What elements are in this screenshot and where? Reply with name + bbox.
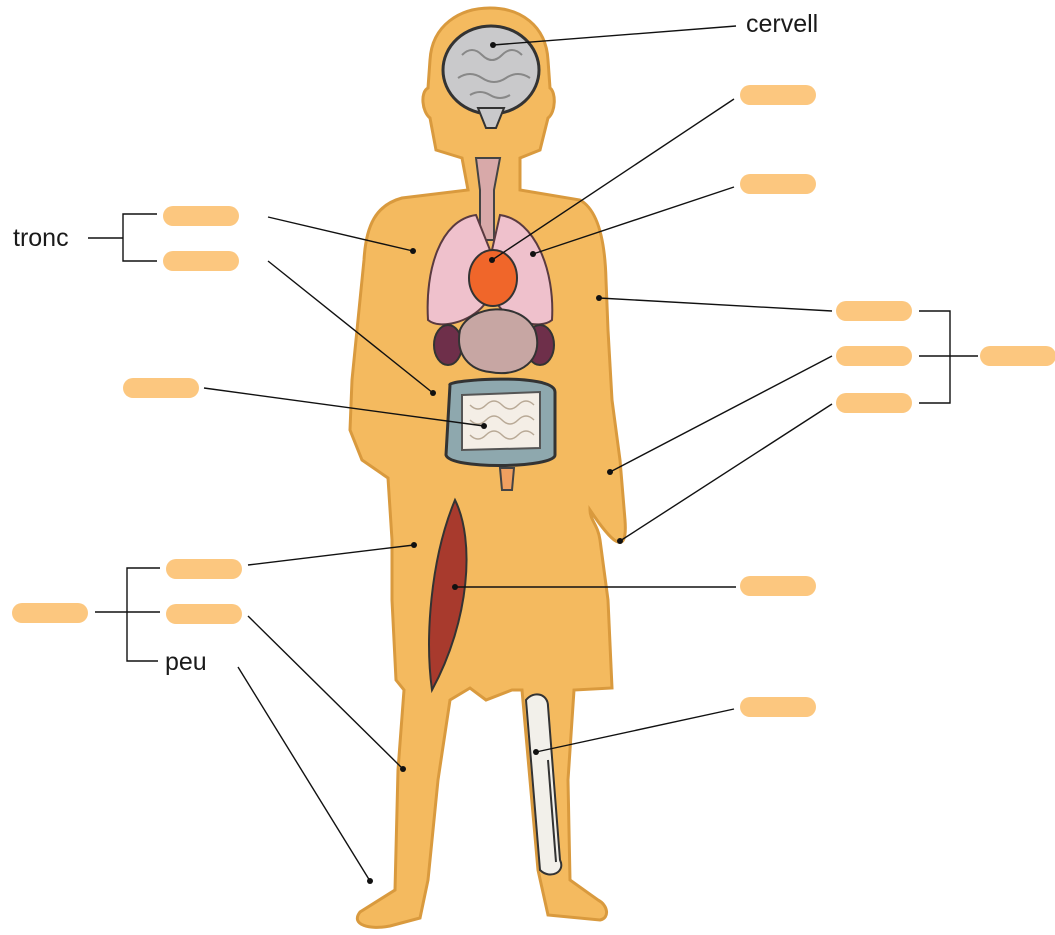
blank-heart[interactable] (740, 85, 816, 105)
blank-upper-limbs[interactable] (980, 346, 1055, 366)
label-cervell: cervell (746, 12, 818, 37)
blank-trunk-2[interactable] (163, 251, 239, 271)
leader-arm-2 (610, 356, 832, 472)
leader-arm-3 (620, 404, 832, 541)
label-tronc: tronc (13, 226, 69, 251)
trunk-bracket (88, 214, 157, 261)
blank-leg-1[interactable] (166, 559, 242, 579)
blank-muscle[interactable] (740, 576, 816, 596)
blank-arm-2[interactable] (836, 346, 912, 366)
brain (443, 26, 539, 114)
body-outline (350, 8, 625, 927)
blank-lungs[interactable] (740, 174, 816, 194)
leader-foot (238, 667, 370, 881)
leader-arm-1 (599, 298, 832, 311)
leg-bracket (95, 568, 160, 661)
label-peu: peu (165, 650, 207, 675)
blank-intestine[interactable] (123, 378, 199, 398)
left-kidney (434, 325, 462, 365)
blank-arm-1[interactable] (836, 301, 912, 321)
body-silhouette (350, 8, 625, 927)
arm-bracket (919, 311, 978, 403)
blank-leg-2[interactable] (166, 604, 242, 624)
leader-leg-2 (248, 616, 403, 769)
blank-lower-limbs[interactable] (12, 603, 88, 623)
blank-arm-3[interactable] (836, 393, 912, 413)
stomach (459, 309, 537, 373)
blank-trunk-1[interactable] (163, 206, 239, 226)
rectum (500, 468, 514, 490)
leader-leg-1 (248, 545, 414, 565)
blank-bone[interactable] (740, 697, 816, 717)
